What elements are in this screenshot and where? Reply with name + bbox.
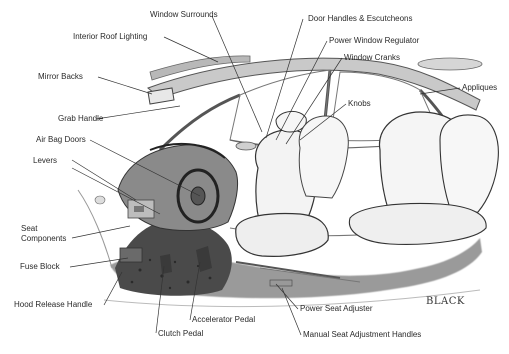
label-window-cranks: Window Cranks [344, 53, 400, 63]
steering-hub [191, 187, 205, 205]
label-window-surrounds: Window Surrounds [150, 10, 218, 20]
console-panel-2 [134, 206, 144, 212]
label-hood-release-handle: Hood Release Handle [14, 300, 92, 310]
label-power-window-regulator: Power Window Regulator [329, 36, 419, 46]
label-knobs: Knobs [348, 99, 371, 109]
label-accelerator-pedal: Accelerator Pedal [192, 315, 255, 325]
label-clutch-pedal: Clutch Pedal [158, 329, 203, 339]
artist-signature: BLACK [426, 296, 465, 307]
rear-seat-back-2 [440, 115, 498, 214]
label-door-handles-escutcheons: Door Handles & Escutcheons [308, 14, 413, 24]
label-fuse-block: Fuse Block [20, 262, 60, 272]
label-appliques: Appliques [462, 83, 497, 93]
rear-seat-cushion [349, 204, 486, 245]
label-mirror-backs: Mirror Backs [38, 72, 83, 82]
front-door-handle [236, 142, 256, 150]
label-levers: Levers [33, 156, 57, 166]
rear-applique-shape [418, 58, 482, 70]
fuse-block-shape [120, 248, 142, 262]
label-seat-components-1: Seat [21, 224, 37, 234]
fender [78, 190, 112, 268]
label-grab-handle: Grab Handle [58, 114, 103, 124]
label-seat-components-2: Components [21, 234, 66, 244]
clutch-shape [160, 254, 172, 274]
a-pillar [160, 95, 240, 150]
passenger-seat-back [299, 116, 348, 198]
label-air-bag-doors: Air Bag Doors [36, 135, 86, 145]
seat-adjuster-box [270, 280, 292, 286]
label-power-seat-adjuster: Power Seat Adjuster [300, 304, 372, 314]
front-seat-cushion [236, 214, 329, 257]
label-interior-roof-lighting: Interior Roof Lighting [73, 32, 147, 42]
label-manual-seat-adjustment-handles: Manual Seat Adjustment Handles [303, 330, 421, 340]
knob-shape [95, 196, 105, 204]
